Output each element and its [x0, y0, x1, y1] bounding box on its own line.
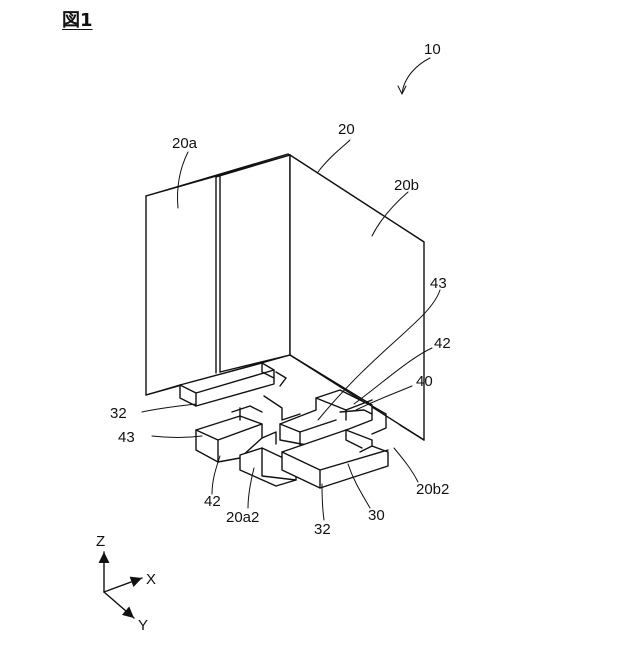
leader-32-left: [142, 404, 196, 412]
label-20b2: 20b2: [416, 481, 449, 498]
z-axis-label: Z: [96, 533, 105, 550]
housing-front-face: [146, 155, 290, 395]
label-20b: 20b: [394, 177, 419, 194]
x-axis-arrow: [104, 578, 142, 592]
label-43-left: 43: [118, 429, 135, 446]
label-43-right: 43: [430, 275, 447, 292]
label-40: 40: [416, 373, 433, 390]
label-32-left: 32: [110, 405, 127, 422]
y-axis-label: Y: [138, 617, 148, 634]
x-axis-label: X: [146, 571, 156, 588]
label-42-right: 42: [434, 335, 451, 352]
leader-20b2: [394, 448, 418, 482]
y-axis-arrow: [104, 592, 134, 618]
axis-indicator: Z X Y: [96, 533, 156, 634]
label-10: 10: [424, 41, 441, 58]
figure-title: 図1: [62, 6, 93, 32]
housing-side-face: [290, 155, 424, 440]
label-30: 30: [368, 507, 385, 524]
label-20a: 20a: [172, 135, 198, 152]
leader-10: [402, 58, 430, 94]
label-20a2: 20a2: [226, 509, 259, 526]
label-20: 20: [338, 121, 355, 138]
label-32-bottom: 32: [314, 521, 331, 538]
leader-43-left: [152, 436, 202, 438]
leader-20: [318, 140, 350, 172]
label-42-left: 42: [204, 493, 221, 510]
leader-32-bottom: [322, 484, 324, 520]
